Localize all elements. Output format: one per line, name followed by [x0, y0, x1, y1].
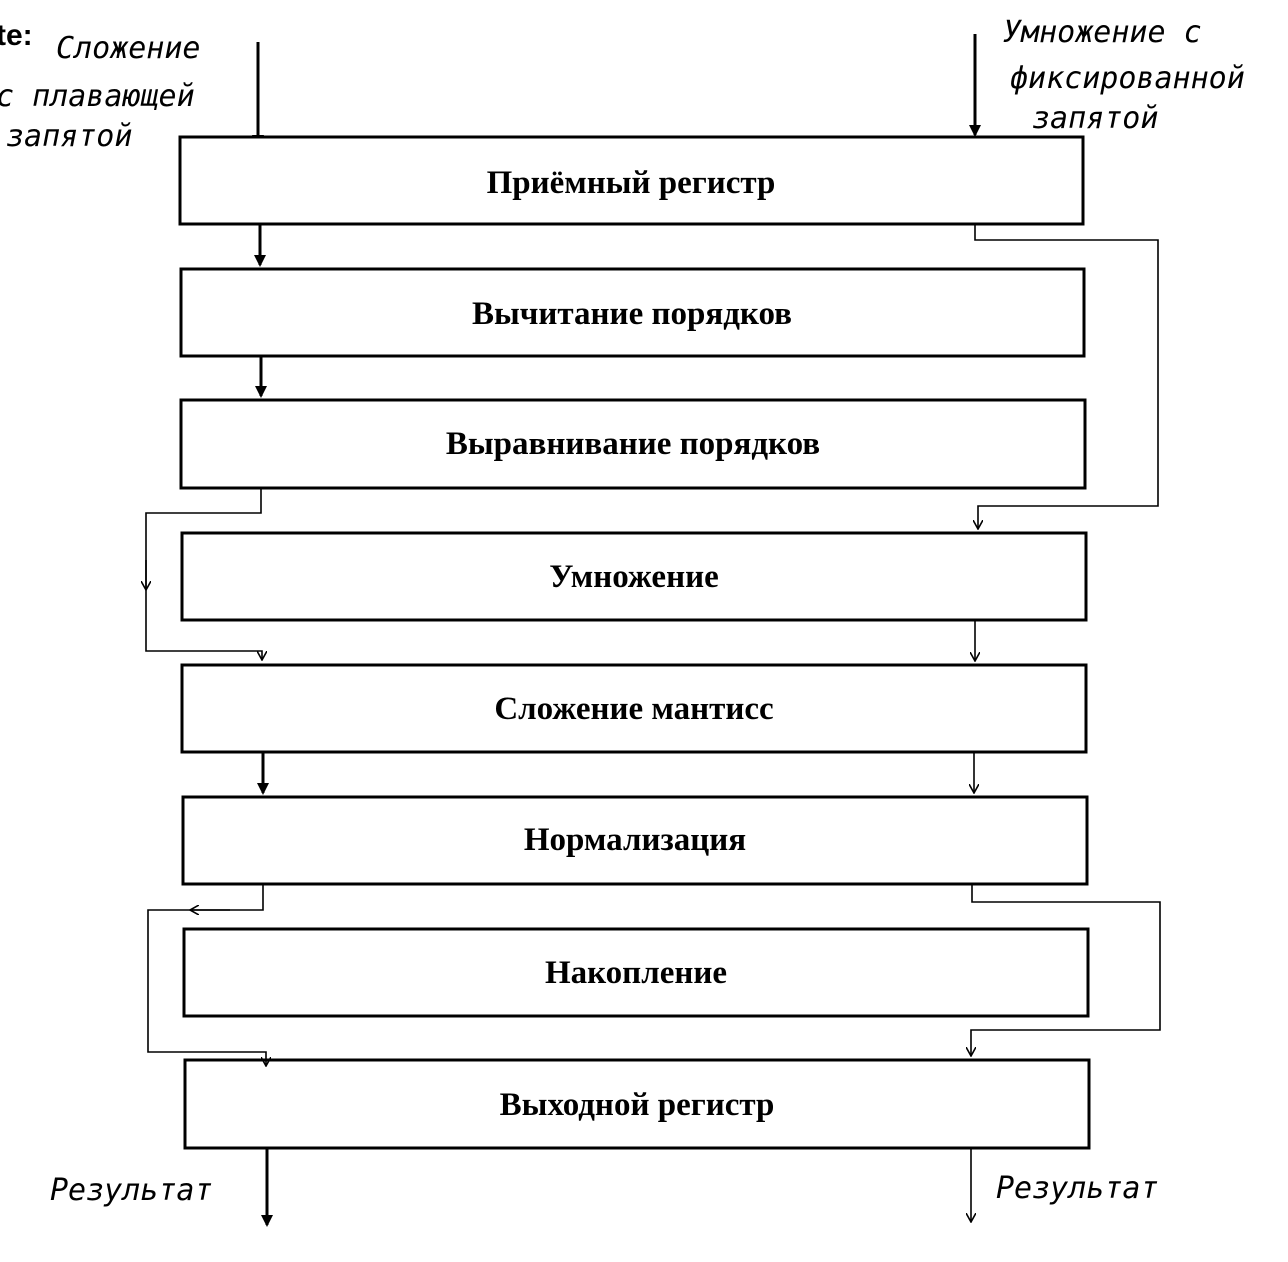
stage-exponent-alignment: Выравнивание порядков — [179, 398, 1087, 490]
svg-text:Сложение: Сложение — [56, 31, 201, 66]
stage-mantissa-addition: Сложение мантисс — [180, 663, 1088, 754]
bypass-receive-to-multiply — [975, 224, 1159, 529]
svg-text:запятой: запятой — [6, 119, 132, 154]
bypass-normalize-to-output-right — [971, 884, 1161, 1056]
svg-text:Выравнивание порядков: Выравнивание порядков — [446, 426, 820, 462]
svg-text:Сложение мантисс: Сложение мантисс — [494, 691, 773, 727]
stage-normalization: Нормализация — [181, 795, 1089, 886]
svg-text:Вычитание порядков: Вычитание порядков — [472, 296, 792, 332]
output-label-right: Результат — [996, 1171, 1159, 1206]
stage-output-register: Выходной регистр — [183, 1058, 1091, 1150]
svg-text:Нормализация: Нормализация — [524, 822, 746, 858]
svg-text:Выходной регистр: Выходной регистр — [500, 1087, 775, 1123]
stage-multiplication: Умножение — [180, 531, 1088, 622]
svg-text:Накопление: Накопление — [545, 955, 727, 991]
cropped-prefix-text: te: — [0, 19, 33, 52]
output-label-left: Результат — [50, 1173, 213, 1208]
svg-text:фиксированной: фиксированной — [1010, 61, 1245, 96]
stage-exponent-subtraction: Вычитание порядков — [179, 267, 1086, 358]
svg-text:Приёмный регистр: Приёмный регистр — [487, 165, 776, 201]
stage-accumulation: Накопление — [182, 927, 1090, 1018]
svg-text:с плавающей: с плавающей — [0, 79, 195, 114]
bypass-normalize-to-output-left — [147, 884, 266, 1066]
stage-receive-register: Приёмный регистр — [178, 135, 1085, 226]
svg-text:запятой: запятой — [1032, 101, 1158, 136]
input-label-float-add: Сложение с плавающей запятой — [0, 31, 201, 154]
input-label-fixed-mult: Умножение с фиксированной запятой — [1003, 15, 1245, 136]
svg-text:Умножение с: Умножение с — [1003, 15, 1202, 50]
svg-text:Умножение: Умножение — [549, 559, 719, 595]
